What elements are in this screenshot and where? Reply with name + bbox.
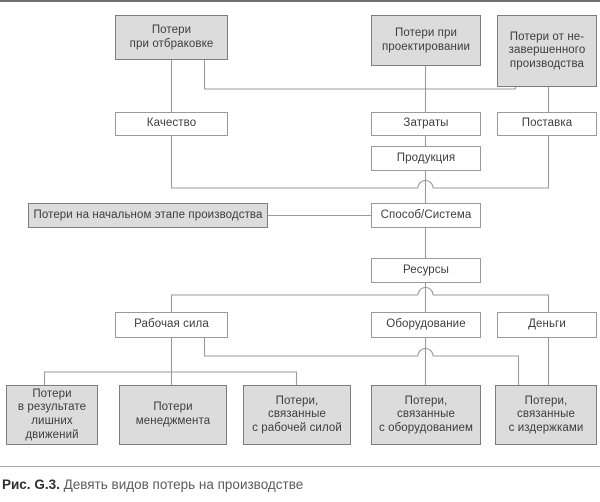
node-loss-costs[interactable]: Потери, связанные с издержками bbox=[495, 385, 597, 445]
node-money[interactable]: Деньги bbox=[497, 312, 597, 338]
node-loss-rejects[interactable]: Потери при отбраковке bbox=[115, 15, 228, 60]
line-bus-356-right bbox=[433, 355, 520, 385]
line-bus-372 bbox=[43, 371, 298, 385]
node-workforce[interactable]: Рабочая сила bbox=[115, 312, 228, 338]
caption-divider bbox=[0, 466, 600, 467]
line-hop-188 bbox=[417, 180, 434, 189]
page-top-rule bbox=[0, 0, 600, 2]
figure-caption-label: Рис. G.3. bbox=[2, 477, 60, 492]
line-bus-295-right bbox=[433, 294, 550, 312]
node-delivery[interactable]: Поставка bbox=[497, 112, 597, 136]
node-loss-management[interactable]: Потери менеджмента bbox=[119, 385, 227, 445]
figure-caption: Рис. G.3. Девять видов потерь на произво… bbox=[2, 477, 598, 492]
node-quality[interactable]: Качество bbox=[115, 112, 228, 136]
line-bus-295-left bbox=[170, 294, 418, 312]
node-loss-workforce[interactable]: Потери, связанные с рабочей силой bbox=[243, 385, 351, 445]
node-cost[interactable]: Затраты bbox=[371, 112, 481, 136]
node-loss-design[interactable]: Потери при проектировании bbox=[371, 15, 481, 66]
line-workforce-bus-356-left bbox=[203, 338, 418, 357]
node-equipment[interactable]: Оборудование bbox=[371, 312, 481, 338]
node-loss-wip[interactable]: Потери от не- завершенного производства bbox=[497, 15, 597, 87]
node-method-system[interactable]: Способ/Система bbox=[371, 203, 481, 228]
line-hop-356 bbox=[417, 348, 434, 357]
figure-caption-text: Девять видов потерь на производстве bbox=[59, 477, 304, 492]
node-product[interactable]: Продукция bbox=[371, 146, 481, 171]
node-loss-initial-stage[interactable]: Потери на начальном этапе производства bbox=[28, 203, 268, 228]
node-loss-equipment[interactable]: Потери, связанные с оборудованием bbox=[371, 385, 481, 445]
diagram-figure: Потери при отбраковке Потери при проекти… bbox=[0, 0, 600, 445]
node-loss-motion[interactable]: Потери в результате лишних движений bbox=[6, 385, 98, 445]
node-resources[interactable]: Ресурсы bbox=[371, 258, 481, 283]
line-hop-295 bbox=[417, 287, 434, 296]
